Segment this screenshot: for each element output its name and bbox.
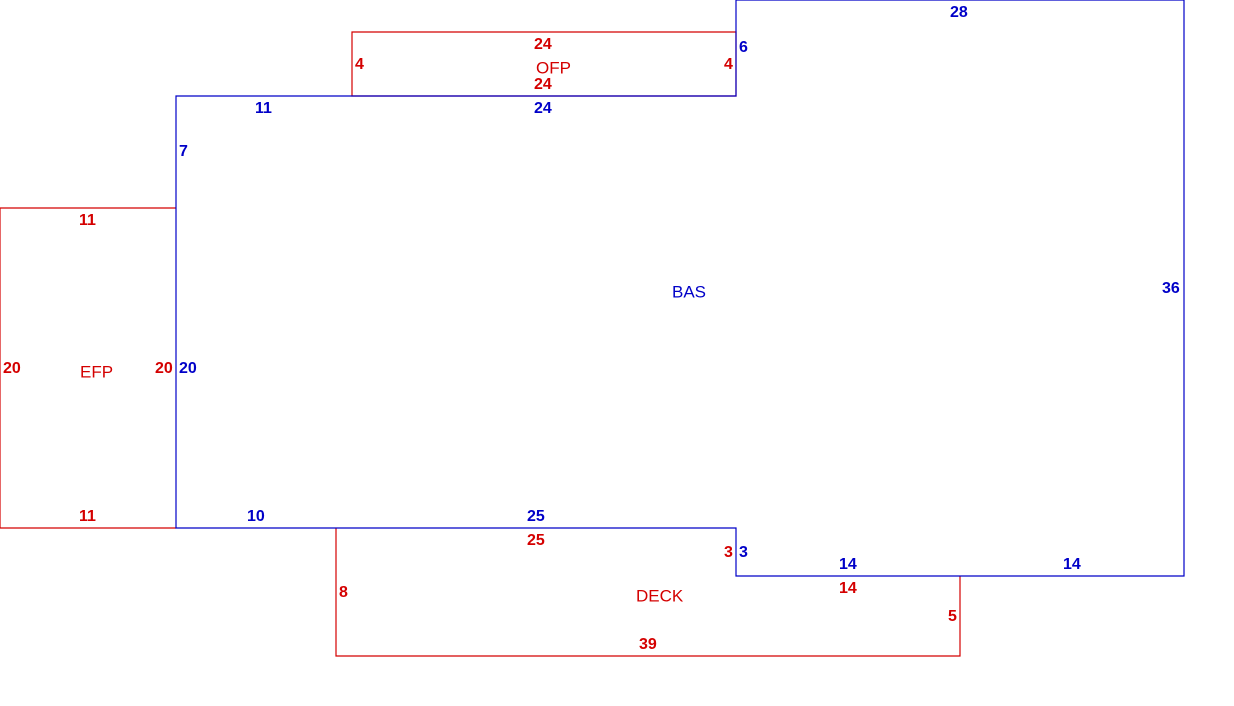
bas-dim-bottom-step: 3 (739, 544, 748, 561)
bas-dim-left-upper: 7 (179, 143, 188, 160)
efp-outline (0, 207, 176, 529)
ofp-dim-top: 24 (534, 36, 552, 53)
bas-dim-bottom-mid: 25 (527, 508, 545, 525)
bas-dim-bottom-right-b: 14 (1063, 556, 1081, 573)
bas-dim-step-right: 6 (739, 39, 748, 56)
deck-dim-right: 5 (948, 608, 957, 625)
ofp-dim-bottom: 24 (534, 76, 552, 93)
bas-dim-top-mid: 24 (534, 100, 552, 117)
ofp-dim-left: 4 (355, 56, 364, 73)
bas-dim-bottom-left: 10 (247, 508, 265, 525)
deck-dim-step: 3 (724, 544, 733, 561)
deck-dim-top: 25 (527, 532, 545, 549)
deck-dim-top-right: 14 (839, 580, 857, 597)
efp-dim-left: 20 (3, 360, 21, 377)
efp-dim-top: 11 (79, 212, 96, 229)
bas-outline (175, 0, 1185, 577)
bas-dim-bottom-right-a: 14 (839, 556, 857, 573)
deck-area-label: DECK (636, 586, 684, 605)
bas-dim-right: 36 (1162, 280, 1180, 297)
bas-dim-top-left: 11 (255, 100, 272, 117)
efp-area-label: EFP (80, 362, 113, 381)
bas-dim-left-lower: 20 (179, 360, 197, 377)
efp-dim-bottom: 11 (79, 508, 96, 525)
deck-dim-left: 8 (339, 584, 348, 601)
deck-outline (335, 528, 961, 657)
ofp-area-label: OFP (536, 58, 571, 77)
efp-dim-right: 20 (155, 360, 173, 377)
bas-dim-top-main: 28 (950, 4, 968, 21)
bas-area-label: BAS (672, 282, 706, 301)
ofp-dim-right: 4 (724, 56, 733, 73)
deck-dim-bottom: 39 (639, 636, 657, 653)
